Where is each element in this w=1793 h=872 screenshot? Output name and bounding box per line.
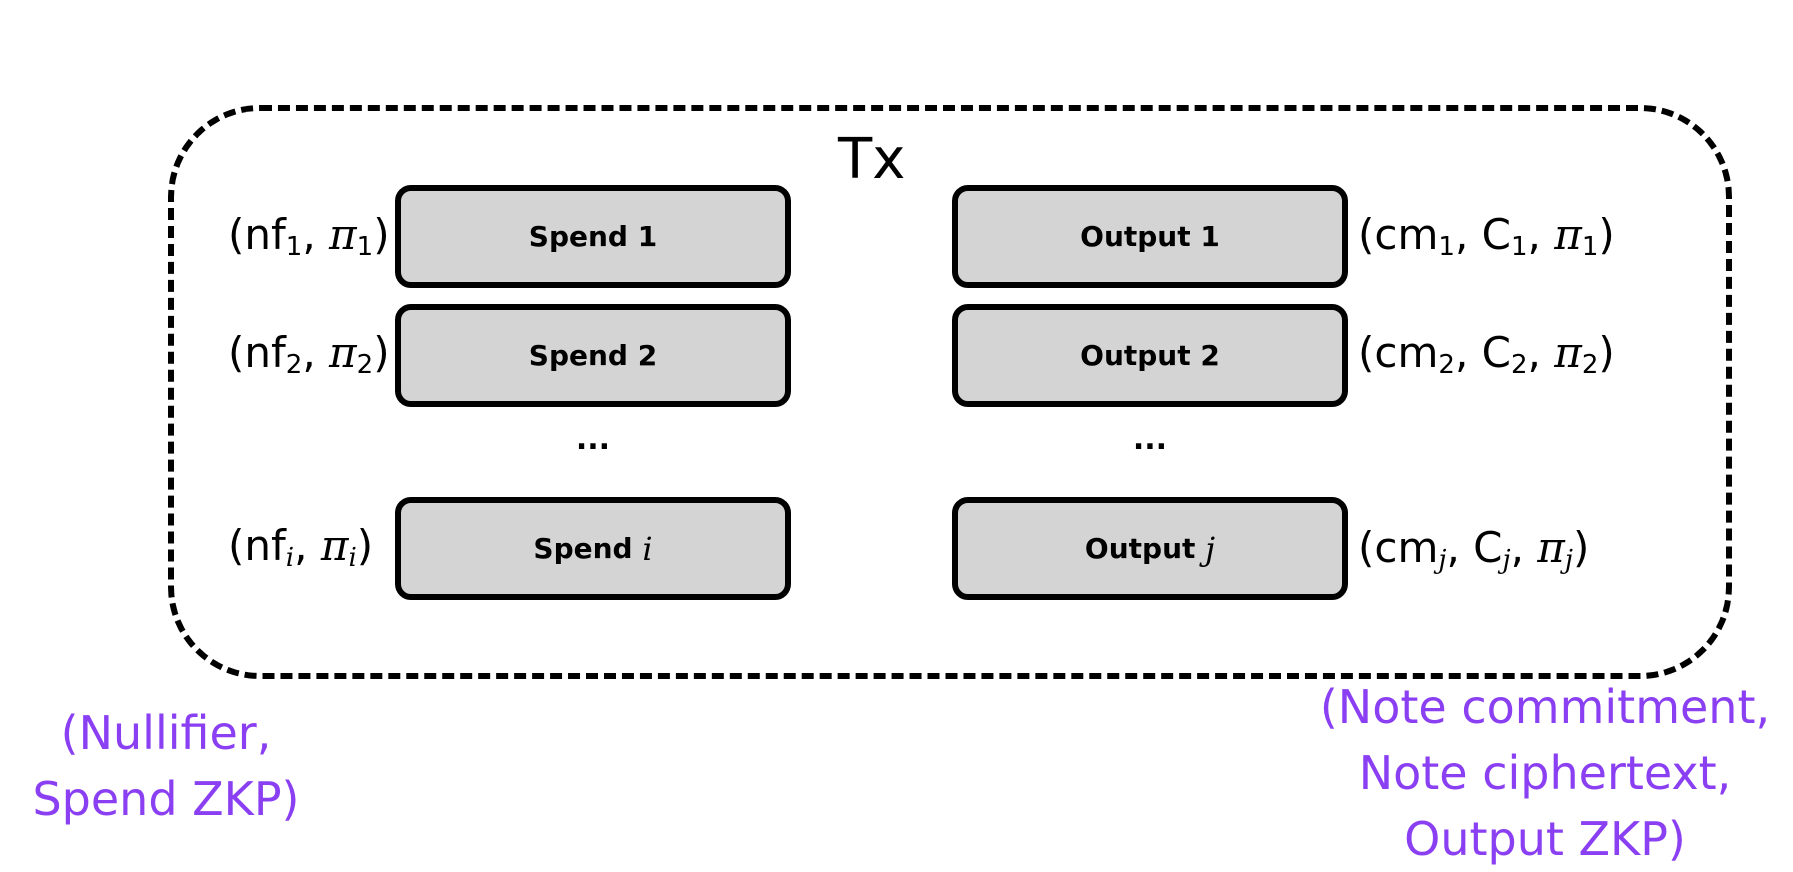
spend-caption-line: Spend ZKP) bbox=[32, 772, 300, 826]
spend-caption: (Nullifier, Spend ZKP) bbox=[20, 700, 312, 832]
output-caption: (Note commitment, Note ciphertext, Outpu… bbox=[1300, 674, 1790, 872]
output-2-box: Output 2 bbox=[952, 304, 1348, 407]
output-1-box: Output 1 bbox=[952, 185, 1348, 288]
output-caption-line: Output ZKP) bbox=[1404, 812, 1686, 866]
output-j-tuple: (cmj, Cj, πj) bbox=[1358, 523, 1590, 575]
output-1-tuple: (cm1, C1, π1) bbox=[1358, 210, 1615, 262]
output-2-tuple: (cm2, C2, π2) bbox=[1358, 328, 1615, 380]
output-caption-line: (Note commitment, bbox=[1319, 680, 1771, 734]
spend-caption-line: (Nullifier, bbox=[60, 706, 272, 760]
tx-title: Tx bbox=[838, 127, 906, 192]
spend-i-tuple: (nfi, πi) bbox=[228, 521, 374, 573]
tx-boundary bbox=[168, 105, 1732, 679]
output-j-box: Output j bbox=[952, 497, 1348, 600]
spend-1-box: Spend 1 bbox=[395, 185, 791, 288]
spend-i-box: Spend i bbox=[395, 497, 791, 600]
spend-2-tuple: (nf2, π2) bbox=[228, 328, 390, 380]
spend-1-tuple: (nf1, π1) bbox=[228, 210, 390, 262]
output-ellipsis: ... bbox=[1132, 422, 1168, 457]
output-caption-line: Note ciphertext, bbox=[1358, 746, 1732, 800]
spend-2-box: Spend 2 bbox=[395, 304, 791, 407]
spend-ellipsis: ... bbox=[575, 422, 611, 457]
